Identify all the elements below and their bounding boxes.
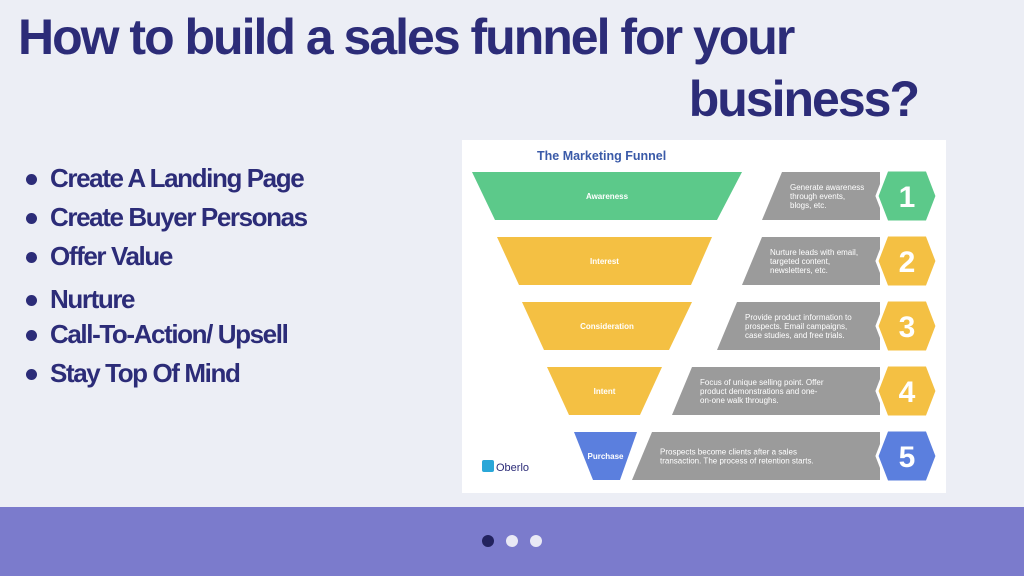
funnel-stage-description-box — [717, 302, 880, 350]
funnel-stage-description-box — [632, 432, 880, 480]
bullet-dot-icon — [26, 330, 37, 341]
funnel-stage: Intent Focus of unique selling point. Off… — [547, 363, 939, 419]
funnel-stage-shape — [522, 302, 692, 350]
stage-number-badge — [875, 168, 939, 224]
pager-dot[interactable] — [506, 535, 518, 547]
funnel-stage-shape — [547, 367, 662, 415]
stage-number-badge — [875, 363, 939, 419]
funnel-stage: Purchase Prospects become clients after a… — [574, 428, 939, 484]
bullet-item: Stay Top Of Mind — [22, 355, 307, 394]
bullet-dot-icon — [26, 369, 37, 380]
funnel-stage-description-line: Provide product information to — [745, 313, 852, 322]
bullet-item: Create A Landing Page — [22, 160, 307, 199]
marketing-funnel-diagram: The Marketing Funnel Awareness Generate a… — [462, 140, 946, 493]
bullet-list: Create A Landing Page Create Buyer Perso… — [22, 160, 308, 394]
stage-number: 1 — [899, 181, 916, 214]
slide-pager — [0, 535, 1024, 547]
funnel-stage-shape — [574, 432, 637, 480]
oberlo-brand: Oberlo — [496, 462, 529, 474]
funnel-stage-description-line: Generate awareness — [790, 183, 864, 192]
pager-dot[interactable] — [530, 535, 542, 547]
bullet-dot-icon — [26, 213, 37, 224]
stage-number-badge — [875, 298, 939, 354]
bullet-text: Create A Landing Page — [50, 163, 305, 193]
funnel-stage-description-line: Focus of unique selling point. Offer — [700, 378, 824, 387]
funnel-stage-description-box — [672, 367, 880, 415]
slide-title-line-1: How to build a sales funnel for your — [18, 9, 795, 65]
funnel-stage-shape — [472, 172, 742, 220]
funnel-stage-description-line: product demonstrations and one- — [700, 387, 818, 396]
bullet-dot-icon — [26, 174, 37, 185]
stage-number-badge — [875, 428, 939, 484]
bullet-item: Create Buyer Personas — [22, 199, 308, 238]
funnel-stage-description-box — [742, 237, 880, 285]
funnel-stage-description-line: targeted content, — [770, 257, 830, 266]
funnel-stage: Consideration Provide product information… — [522, 298, 939, 354]
bullet-dot-icon — [26, 252, 37, 263]
oberlo-logo: Oberlo — [482, 460, 529, 474]
slide-title: How to build a sales funnel for your bus… — [18, 6, 920, 130]
funnel-svg: The Marketing Funnel Awareness Generate a… — [472, 149, 939, 484]
funnel-stage-shape — [497, 237, 712, 285]
slide-title-line-2: business? — [688, 71, 920, 127]
bullet-item: Offer Value — [22, 238, 307, 277]
bullet-text: Stay Top Of Mind — [50, 358, 241, 388]
bullet-text: Offer Value — [50, 241, 173, 271]
stage-number: 3 — [899, 311, 916, 344]
funnel-stage-description-line: Prospects become clients after a sales — [660, 448, 797, 457]
funnel-stage-description-line: case studies, and free trials. — [745, 331, 845, 340]
funnel-stage-label: Interest — [590, 257, 619, 266]
funnel-stage-description-box — [762, 172, 880, 220]
funnel-stage-description-line: transaction. The process of retention st… — [660, 457, 814, 466]
funnel-stage-description-line: on-one walk throughs. — [700, 396, 779, 405]
funnel-stage-label: Consideration — [580, 322, 634, 331]
stage-number: 5 — [899, 441, 916, 474]
funnel-stage-description-line: Nurture leads with email, — [770, 248, 858, 257]
funnel-stage-label: Awareness — [586, 192, 629, 201]
bullet-item: Nurture — [22, 277, 307, 316]
stage-number: 4 — [899, 376, 916, 409]
bullet-dot-icon — [26, 295, 37, 306]
funnel-stage-description-line: prospects. Email campaigns, — [745, 322, 847, 331]
funnel-stage-label: Purchase — [587, 452, 624, 461]
stage-number-badge — [875, 233, 939, 289]
funnel-stage-description-line: through events, — [790, 192, 845, 201]
funnel-title: The Marketing Funnel — [537, 149, 666, 163]
bullet-text: Call-To-Action/ Upsell — [50, 319, 289, 349]
bullet-text: Nurture — [50, 284, 136, 314]
funnel-stage-description-line: newsletters, etc. — [770, 266, 828, 275]
funnel-stage: Interest Nurture leads with email,targete… — [497, 233, 939, 289]
oberlo-logo-icon — [482, 460, 494, 472]
funnel-stage-description-line: blogs, etc. — [790, 201, 826, 210]
pager-dot[interactable] — [482, 535, 494, 547]
bullet-text: Create Buyer Personas — [50, 202, 308, 232]
footer-bar — [0, 507, 1024, 576]
stage-number: 2 — [899, 246, 916, 279]
bullet-item: Call-To-Action/ Upsell — [22, 316, 307, 355]
funnel-stage-label: Intent — [594, 387, 616, 396]
